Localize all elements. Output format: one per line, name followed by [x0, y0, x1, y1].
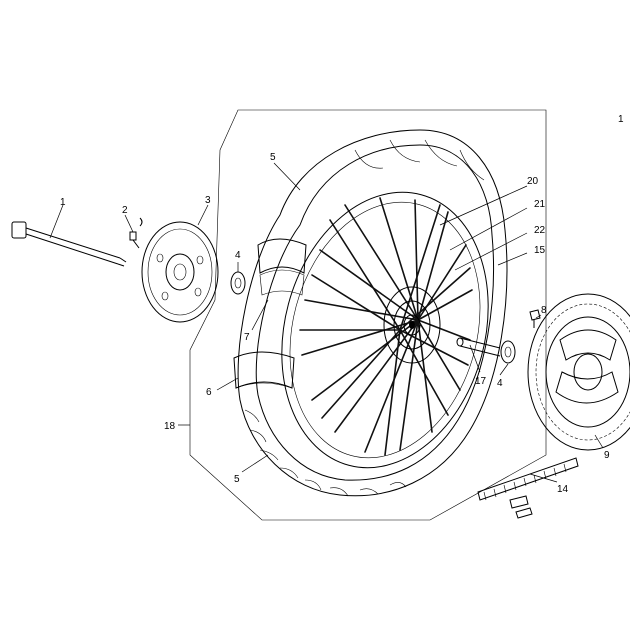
axle-part — [11, 221, 127, 267]
callout-label: 22 — [534, 225, 546, 236]
callout-label: 7 — [244, 332, 250, 343]
spacer-right-part — [500, 340, 516, 364]
callout-labels: 1 1 2 3 4 5 20 21 22 15 7 6 17 4 8 9 14 … — [60, 114, 624, 495]
callout-label: 18 — [164, 421, 176, 432]
bolt-part — [529, 309, 541, 328]
chain-part — [477, 457, 579, 519]
brake-disc-part — [141, 221, 219, 323]
callout-label: 21 — [534, 199, 546, 210]
assembly-outline — [189, 109, 547, 521]
spacer-left-part — [230, 271, 246, 295]
callout-label: 1 — [60, 197, 66, 208]
callout-label: 3 — [205, 195, 211, 206]
callout-label: 4 — [235, 250, 241, 261]
callout-label: 8 — [541, 305, 547, 316]
sprocket-part — [527, 293, 630, 451]
callout-label: 14 — [557, 484, 569, 495]
spokes-part — [299, 197, 473, 456]
callout-label: 6 — [206, 387, 212, 398]
rim-band-part — [233, 238, 307, 389]
callout-label: 15 — [534, 245, 546, 256]
callout-label: 9 — [604, 450, 610, 461]
callout-label: 2 — [122, 205, 128, 216]
leader-lines — [49, 162, 604, 483]
shaft-spacer-part — [456, 337, 501, 357]
hub-part — [383, 286, 441, 364]
callout-label: 4 — [497, 378, 503, 389]
screw-part — [129, 217, 143, 249]
callout-label: 17 — [475, 376, 487, 387]
callout-label: 5 — [234, 474, 240, 485]
tyre-part — [237, 129, 508, 497]
callout-label: 20 — [527, 176, 539, 187]
callout-label: 5 — [270, 152, 276, 163]
page-ref-label: 1 — [618, 114, 624, 125]
rim-part — [281, 191, 489, 469]
